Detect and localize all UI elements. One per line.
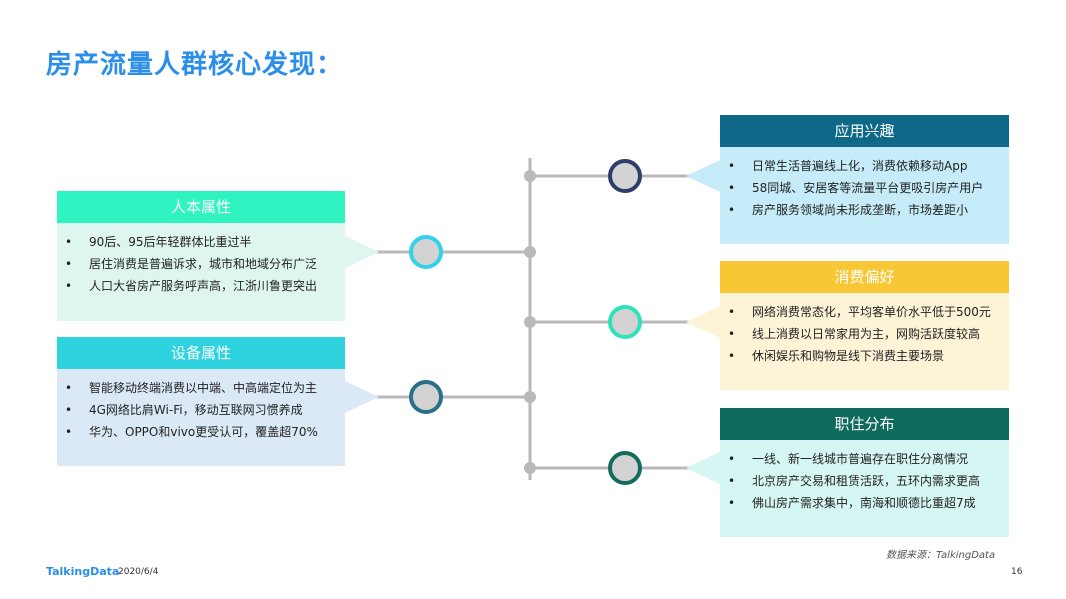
card-body-zhizhu: • 一线、新一线城市普遍存在职住分离情况 • 北京房产交易和租赁活跃，五环内需求更高… <box>720 440 1009 537</box>
list-item-text: 90后、95后年轻群体比重过半 <box>89 235 252 249</box>
list-item: • 一线、新一线城市普遍存在职住分离情况 <box>726 448 999 470</box>
junction-dot <box>524 170 536 182</box>
list-item-text: 4G网络比肩Wi-Fi，移动互联网习惯养成 <box>89 403 303 417</box>
bullet-glyph: • <box>65 235 73 249</box>
list-item-text: 北京房产交易和租赁活跃，五环内需求更高 <box>752 474 981 488</box>
list-item-text: 网络消费常态化，平均客单价水平低于500元 <box>752 305 991 319</box>
pointer-zhizhu <box>686 452 720 484</box>
card-renben: 人本属性 • 90后、95后年轻群体比重过半 • 居住消费是普遍诉求，城市和地域分布… <box>57 191 345 321</box>
bullet-glyph: • <box>65 425 73 439</box>
list-item: • 线上消费以日常家用为主，网购活跃度较高 <box>726 323 999 345</box>
list-item: • 休闲娱乐和购物是线下消费主要场景 <box>726 345 999 367</box>
page-title: 房产流量人群核心发现： <box>46 50 344 80</box>
list-item: • 58同城、安居客等流量平台更吸引房产用户 <box>726 177 999 199</box>
card-body-xiaofei: • 网络消费常态化，平均客单价水平低于500元 • 线上消费以日常家用为主，网购活跃… <box>720 293 1009 390</box>
bullet-glyph: • <box>728 496 736 510</box>
list-item: • 90后、95后年轻群体比重过半 <box>63 231 335 253</box>
node-shebei <box>409 380 443 414</box>
pointer-yingyong <box>686 160 720 192</box>
footer-logo: TalkingData <box>46 565 120 578</box>
list-item-text: 线上消费以日常家用为主，网购活跃度较高 <box>752 327 981 341</box>
bullet-glyph: • <box>728 203 736 217</box>
list-item-text: 休闲娱乐和购物是线下消费主要场景 <box>752 349 945 363</box>
bullet-glyph: • <box>65 403 73 417</box>
card-zhizhu: 职住分布 • 一线、新一线城市普遍存在职住分离情况 • 北京房产交易和租赁活跃，五环… <box>720 408 1009 537</box>
list-item: • 4G网络比肩Wi-Fi，移动互联网习惯养成 <box>63 399 335 421</box>
list-item-text: 佛山房产需求集中，南海和顺德比重超7成 <box>752 496 976 510</box>
card-body-yingyong: • 日常生活普遍线上化，消费依赖移动App • 58同城、安居客等流量平台更吸引房产… <box>720 147 1009 244</box>
junction-dot <box>524 246 536 258</box>
list-item-text: 居住消费是普遍诉求，城市和地域分布广泛 <box>89 257 318 271</box>
bullet-glyph: • <box>728 349 736 363</box>
list-item-text: 智能移动终端消费以中端、中高端定位为主 <box>89 381 318 395</box>
bullet-glyph: • <box>728 452 736 466</box>
junction-dot <box>524 316 536 328</box>
list-item: • 华为、OPPO和vivo更受认可，覆盖超70% <box>63 421 335 443</box>
list-item-text: 58同城、安居客等流量平台更吸引房产用户 <box>752 181 984 195</box>
list-item-text: 日常生活普遍线上化，消费依赖移动App <box>752 159 968 173</box>
list-item-text: 华为、OPPO和vivo更受认可，覆盖超70% <box>89 425 318 439</box>
list-item-text: 一线、新一线城市普遍存在职住分离情况 <box>752 452 969 466</box>
page-number: 16 <box>1011 567 1023 577</box>
node-yingyong <box>608 159 642 193</box>
bullet-glyph: • <box>728 327 736 341</box>
pointer-renben <box>345 236 379 268</box>
list-item-text: 房产服务领域尚未形成垄断，市场差距小 <box>752 203 969 217</box>
bullet-glyph: • <box>728 305 736 319</box>
list-item: • 居住消费是普遍诉求，城市和地域分布广泛 <box>63 253 335 275</box>
list-item: • 网络消费常态化，平均客单价水平低于500元 <box>726 301 999 323</box>
card-header-renben: 人本属性 <box>57 191 345 223</box>
card-body-renben: • 90后、95后年轻群体比重过半 • 居住消费是普遍诉求，城市和地域分布广泛 • 人… <box>57 223 345 321</box>
junction-dot <box>524 391 536 403</box>
list-item: • 佛山房产需求集中，南海和顺德比重超7成 <box>726 492 999 514</box>
bullet-glyph: • <box>65 381 73 395</box>
card-shebei: 设备属性 • 智能移动终端消费以中端、中高端定位为主 • 4G网络比肩Wi-Fi，移… <box>57 337 345 466</box>
list-item: • 智能移动终端消费以中端、中高端定位为主 <box>63 377 335 399</box>
bullet-glyph: • <box>65 257 73 271</box>
bullet-glyph: • <box>728 159 736 173</box>
card-header-xiaofei: 消费偏好 <box>720 261 1009 293</box>
card-header-shebei: 设备属性 <box>57 337 345 369</box>
bullet-glyph: • <box>728 474 736 488</box>
bullet-glyph: • <box>728 181 736 195</box>
card-xiaofei: 消费偏好 • 网络消费常态化，平均客单价水平低于500元 • 线上消费以日常家用为主… <box>720 261 1009 390</box>
list-item-text: 人口大省房产服务呼声高，江浙川鲁更突出 <box>89 279 318 293</box>
list-item: • 人口大省房产服务呼声高，江浙川鲁更突出 <box>63 275 335 297</box>
list-item: • 房产服务领域尚未形成垄断，市场差距小 <box>726 199 999 221</box>
card-yingyong: 应用兴趣 • 日常生活普遍线上化，消费依赖移动App • 58同城、安居客等流量平台… <box>720 115 1009 244</box>
node-renben <box>409 235 443 269</box>
pointer-shebei <box>345 381 379 413</box>
list-item: • 北京房产交易和租赁活跃，五环内需求更高 <box>726 470 999 492</box>
list-item: • 日常生活普遍线上化，消费依赖移动App <box>726 155 999 177</box>
bullet-glyph: • <box>65 279 73 293</box>
card-header-zhizhu: 职住分布 <box>720 408 1009 440</box>
footer-date: 2020/6/4 <box>118 567 159 577</box>
card-header-yingyong: 应用兴趣 <box>720 115 1009 147</box>
node-xiaofei <box>608 305 642 339</box>
data-source-note: 数据来源：TalkingData <box>886 550 996 561</box>
card-body-shebei: • 智能移动终端消费以中端、中高端定位为主 • 4G网络比肩Wi-Fi，移动互联网习… <box>57 369 345 466</box>
junction-dot <box>524 462 536 474</box>
pointer-xiaofei <box>686 306 720 338</box>
node-zhizhu <box>608 451 642 485</box>
